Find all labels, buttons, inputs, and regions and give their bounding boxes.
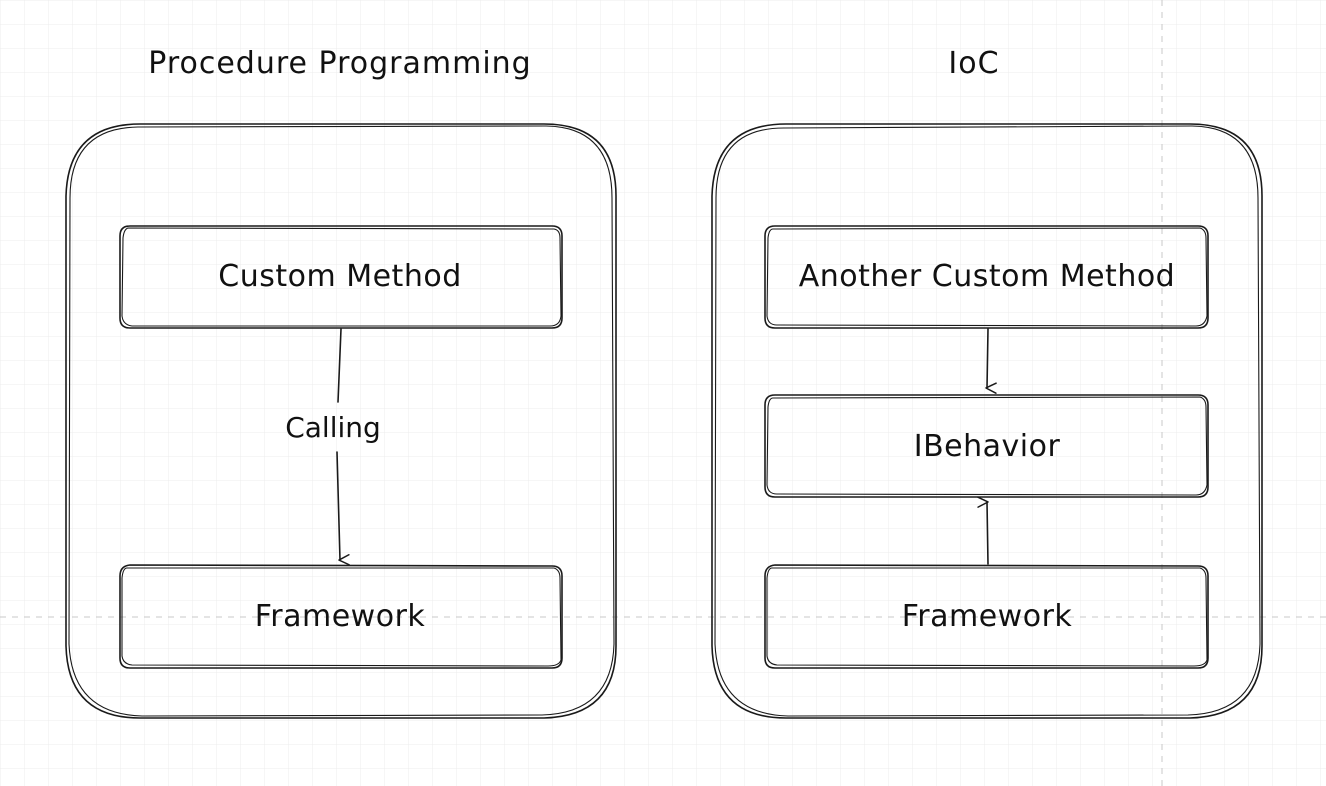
box-framework-right[interactable]: Framework xyxy=(764,564,1209,669)
box-label-custom-method: Custom Method xyxy=(218,259,461,294)
edge-label-calling: Calling xyxy=(285,411,381,444)
section-title-ioc: IoC xyxy=(948,46,999,81)
box-another-custom-method[interactable]: Another Custom Method xyxy=(764,225,1209,329)
box-custom-method[interactable]: Custom Method xyxy=(119,225,563,329)
box-framework-left[interactable]: Framework xyxy=(119,564,563,669)
box-label-framework-left: Framework xyxy=(255,599,426,634)
arrow-method-to-ibehavior xyxy=(985,328,997,394)
section-ioc[interactable]: IoC Another Custom Method IBehavior Fram… xyxy=(711,46,1263,719)
box-ibehavior[interactable]: IBehavior xyxy=(764,394,1209,498)
arrow-framework-to-ibehavior xyxy=(977,496,989,565)
arrow-calling xyxy=(336,451,350,566)
section-procedure-programming[interactable]: Procedure Programming Custom Method Call… xyxy=(65,46,617,719)
box-label-ibehavior: IBehavior xyxy=(914,429,1061,464)
box-label-another-custom-method: Another Custom Method xyxy=(799,259,1175,294)
arrow-calling-top xyxy=(337,328,342,403)
section-title-procedure: Procedure Programming xyxy=(148,46,531,81)
box-label-framework-right: Framework xyxy=(902,599,1073,634)
container-ioc[interactable] xyxy=(711,123,1263,719)
container-procedure[interactable] xyxy=(65,123,617,719)
